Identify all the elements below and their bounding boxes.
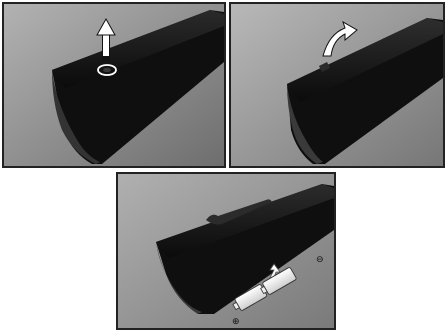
battery-minus-symbol: ⊖: [316, 255, 324, 265]
panel-1-illustration: [4, 4, 224, 166]
instruction-panel-insert-batteries: ⊕ ⊖: [116, 172, 336, 330]
panel-2-illustration: [231, 4, 443, 166]
release-tab: [103, 68, 111, 72]
panel-3-illustration: ⊕ ⊖: [118, 174, 334, 328]
instruction-panel-lift-cover: [229, 2, 445, 168]
battery-plus-symbol: ⊕: [232, 317, 240, 327]
instruction-panel-open-cover: [2, 2, 226, 168]
